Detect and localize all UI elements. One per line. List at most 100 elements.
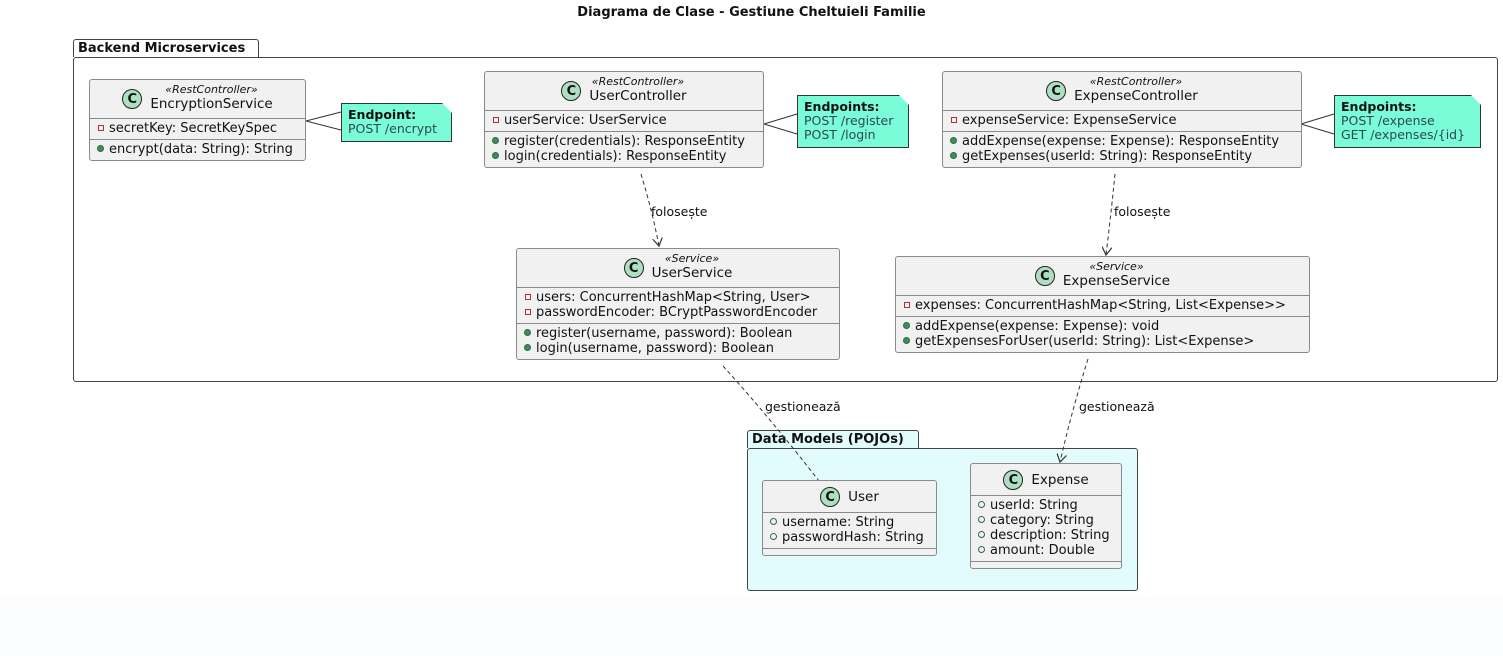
private-icon (96, 121, 105, 136)
class-expense-service[interactable]: C «Service» ExpenseService expenses: Con… (895, 256, 1310, 353)
class-c-icon: C (1003, 470, 1024, 490)
public-method-icon (949, 134, 958, 149)
methods-section: register(credentials): ResponseEntity lo… (485, 130, 763, 167)
public-field-icon (769, 515, 778, 530)
method-row: addExpense(expense: Expense): void (902, 319, 1303, 334)
public-method-icon (523, 341, 532, 356)
methods-section (763, 548, 936, 555)
edge-label-manages-expense: gestionează (1079, 399, 1155, 414)
fields-section: userService: UserService (485, 109, 763, 131)
class-c-icon: C (1034, 265, 1055, 286)
backend-package (73, 57, 1498, 382)
note-user-endpoints: Endpoints: POST /register POST /login (797, 95, 909, 148)
stereotype: «Service» (664, 252, 720, 265)
fields-section: username: String passwordHash: String (763, 512, 936, 548)
field-row: users: ConcurrentHashMap<String, User> (523, 290, 833, 305)
public-field-icon (977, 543, 986, 558)
method-row: addExpense(expense: Expense): ResponseEn… (949, 134, 1295, 149)
public-method-icon (491, 149, 500, 164)
class-c-icon: C (623, 257, 644, 278)
field-row: description: String (977, 528, 1115, 543)
diagram-title: Diagrama de Clase - Gestiune Cheltuieli … (577, 5, 926, 20)
public-method-icon (902, 319, 911, 334)
edge-usercontroller-userservice (640, 173, 659, 246)
edge-userservice-user (722, 365, 826, 490)
edge-label-manages-user: gestionează (765, 399, 841, 414)
models-package-tab: Data Models (POJOs) (747, 430, 919, 448)
class-name: Expense (1031, 471, 1089, 488)
backend-package-tab: Backend Microservices (73, 39, 259, 57)
methods-section: addExpense(expense: Expense): void getEx… (896, 315, 1309, 352)
edge-label-uses-expense: folosește (1114, 204, 1171, 219)
public-method-icon (949, 149, 958, 164)
stereotype: «Service» (1089, 260, 1144, 273)
stereotype: «RestController» (1089, 75, 1183, 88)
public-method-icon (491, 134, 500, 149)
class-c-icon: C (820, 487, 841, 507)
methods-section: register(username, password): Boolean lo… (517, 322, 839, 359)
class-encryption-service[interactable]: C «RestController» EncryptionService sec… (89, 79, 306, 161)
class-name: User (848, 488, 879, 505)
methods-section: encrypt(data: String): String (90, 138, 305, 160)
note-expense-endpoints: Endpoints: POST /expense GET /expenses/{… (1334, 95, 1481, 148)
method-row: register(username, password): Boolean (523, 326, 833, 341)
class-name: ExpenseController (1074, 88, 1198, 104)
note-encryption-endpoint: Endpoint: POST /encrypt (341, 103, 452, 142)
field-row: userId: String (977, 498, 1115, 513)
private-icon (949, 113, 958, 128)
public-field-icon (977, 528, 986, 543)
note-link-user-b (763, 123, 798, 135)
private-icon (523, 305, 532, 320)
stereotype: «RestController» (165, 83, 258, 96)
method-row: login(credentials): ResponseEntity (491, 149, 757, 164)
public-field-icon (769, 530, 778, 545)
field-row: category: String (977, 513, 1115, 528)
class-name: UserService (651, 265, 733, 281)
fields-section: secretKey: SecretKeySpec (90, 117, 305, 139)
public-field-icon (977, 498, 986, 513)
class-c-icon: C (561, 80, 582, 101)
fields-section: users: ConcurrentHashMap<String, User> p… (517, 286, 839, 323)
fields-section: userId: String category: String descript… (971, 495, 1121, 561)
note-link-encryption-b (305, 120, 342, 131)
field-row: passwordHash: String (769, 530, 930, 545)
stereotype: «RestController» (591, 75, 685, 88)
note-link-expense-b (1300, 123, 1335, 135)
field-row: passwordEncoder: BCryptPasswordEncoder (523, 305, 833, 320)
methods-section: addExpense(expense: Expense): ResponseEn… (943, 130, 1301, 167)
field-row: userService: UserService (491, 113, 757, 128)
edge-expensecontroller-expenseservice (1106, 173, 1116, 255)
method-row: login(username, password): Boolean (523, 341, 833, 356)
public-field-icon (977, 513, 986, 528)
public-method-icon (96, 142, 105, 157)
class-name: ExpenseService (1062, 273, 1171, 289)
class-expense-controller[interactable]: C «RestController» ExpenseController exp… (942, 71, 1302, 168)
edge-label-uses-user: folosește (651, 204, 708, 219)
private-icon (902, 298, 911, 313)
class-user-controller[interactable]: C «RestController» UserController userSe… (484, 71, 764, 168)
field-row: expenses: ConcurrentHashMap<String, List… (902, 298, 1303, 313)
fields-section: expenses: ConcurrentHashMap<String, List… (896, 294, 1309, 316)
note-link-user (763, 113, 798, 125)
class-c-icon: C (122, 88, 143, 109)
field-row: amount: Double (977, 543, 1115, 558)
private-icon (523, 290, 532, 305)
class-user-service[interactable]: C «Service» UserService users: Concurren… (516, 248, 840, 360)
methods-section (971, 561, 1121, 568)
class-name: UserController (589, 88, 687, 104)
method-row: register(credentials): ResponseEntity (491, 134, 757, 149)
field-row: secretKey: SecretKeySpec (96, 121, 299, 136)
method-row: encrypt(data: String): String (96, 142, 299, 157)
note-link-encryption (305, 111, 342, 122)
note-link-expense (1300, 113, 1335, 125)
class-c-icon: C (1046, 80, 1067, 101)
field-row: expenseService: ExpenseService (949, 113, 1295, 128)
method-row: getExpensesForUser(userId: String): List… (902, 334, 1303, 349)
public-method-icon (523, 326, 532, 341)
method-row: getExpenses(userId: String): ResponseEnt… (949, 149, 1295, 164)
public-method-icon (902, 334, 911, 349)
class-user[interactable]: C User username: String passwordHash: Str… (762, 480, 937, 556)
class-expense[interactable]: C Expense userId: String category: String… (970, 463, 1122, 569)
class-name: EncryptionService (150, 96, 273, 112)
